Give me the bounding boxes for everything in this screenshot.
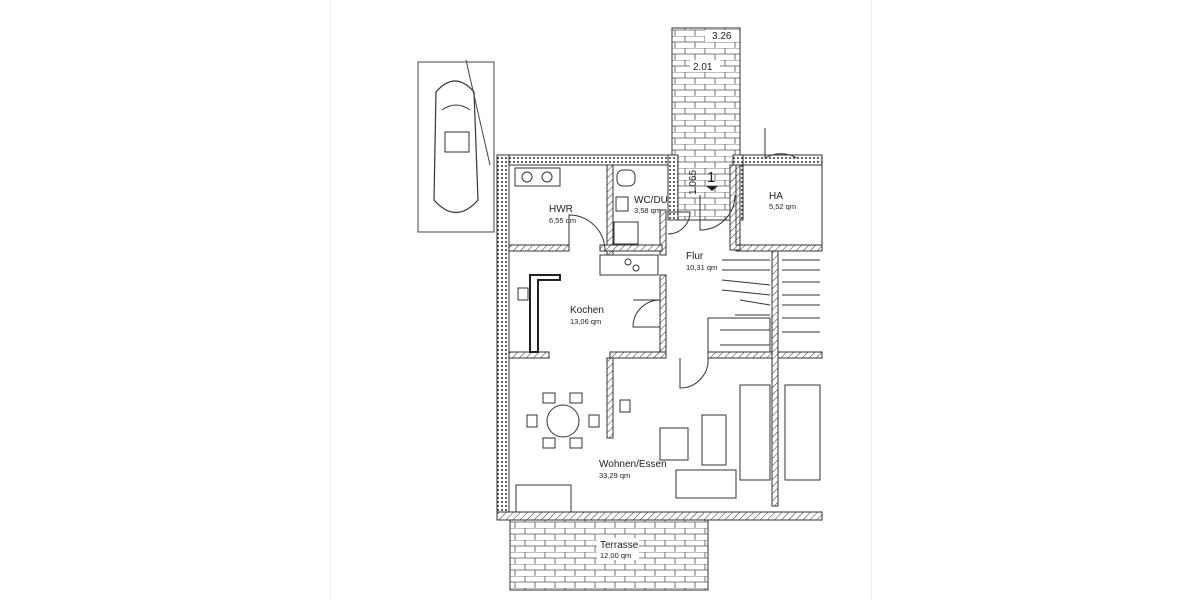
terrace [509, 519, 709, 591]
step-marker: 1 [707, 169, 715, 186]
room-name-wc: WC/DU [634, 195, 668, 206]
dimension-mid: 2.01 [693, 62, 713, 73]
toilet-icon [616, 169, 636, 187]
living-furniture [515, 287, 821, 513]
room-area-ha: 5,52 qm [769, 202, 796, 211]
room-area-hwr: 6,55 qm [549, 216, 576, 225]
doors [568, 128, 798, 389]
room-name-ha: HA [769, 191, 783, 202]
room-area-wohnen: 33,29 qm [599, 471, 630, 480]
dimension-entry: 1.065 [688, 170, 699, 195]
room-name-wohnen: Wohnen/Essen [599, 459, 667, 470]
carport [417, 59, 495, 233]
dimension-top: 3.26 [712, 31, 732, 42]
room-area-terrasse: 12,00 qm [600, 551, 631, 560]
room-name-terrasse: Terrasse [600, 540, 639, 551]
staircase [707, 259, 820, 353]
room-area-kochen: 13,06 qm [570, 317, 601, 326]
room-name-kochen: Kochen [570, 305, 604, 316]
page [330, 0, 872, 600]
room-name-flur: Flur [686, 251, 704, 262]
room-area-flur: 10,31 qm [686, 263, 717, 272]
dining-table [526, 392, 600, 449]
room-area-wc: 3,58 qm [634, 206, 661, 215]
room-name-hwr: HWR [549, 204, 573, 215]
sink-icon [615, 196, 629, 212]
car-icon [433, 80, 479, 214]
